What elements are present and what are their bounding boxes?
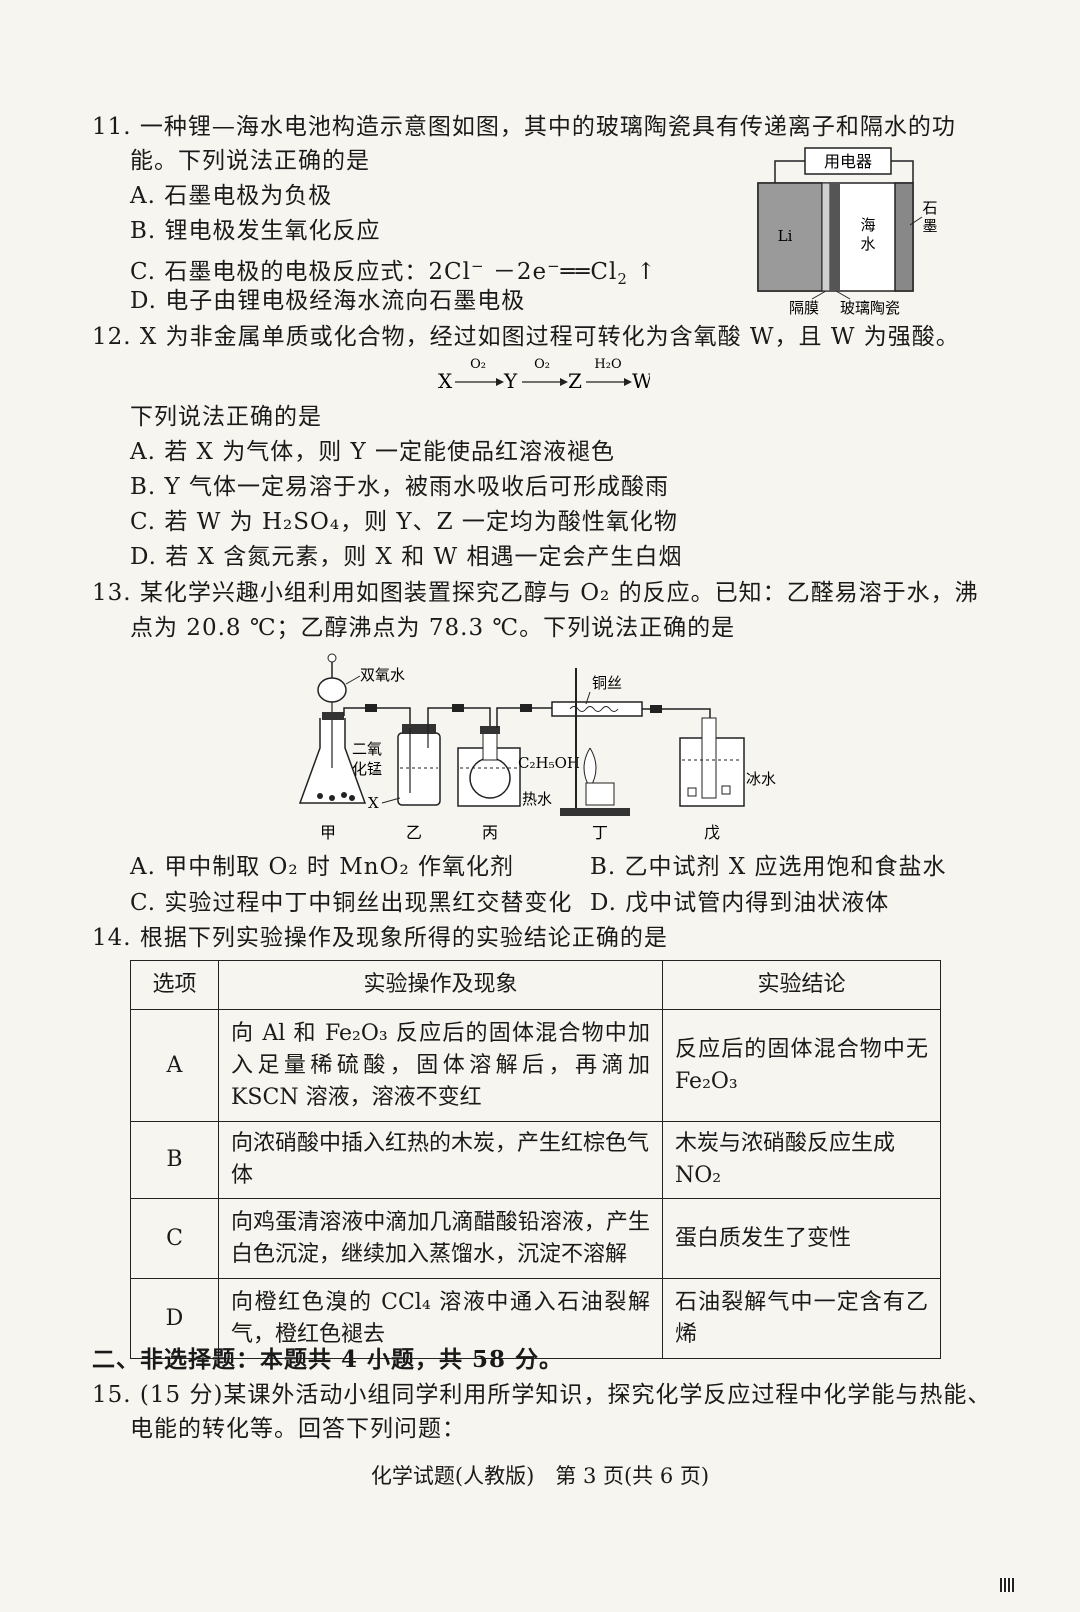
q12-option-a: A. 若 X 为气体，则 Y 一定能使品红溶液褪色 xyxy=(130,439,616,465)
label-ding: 丁 xyxy=(592,823,608,842)
mno2-label-1: 二氧 xyxy=(352,740,382,758)
row-conclusion: 木炭与浓硝酸反应生成 NO₂ xyxy=(662,1121,941,1199)
q11-option-d: D. 电子由锂电极经海水流向石墨电极 xyxy=(130,288,526,314)
reaction-tube-ding xyxy=(551,701,643,717)
q13-option-b: B. 乙中试剂 X 应选用饱和食盐水 xyxy=(590,854,947,880)
q11-option-c: C. 石墨电极的电极反应式：2Cl− －2e−══Cl2 ↑ xyxy=(130,257,657,288)
q14-table: 选项 实验操作及现象 实验结论 A 向 Al 和 Fe₂O₃ 反应后的固体混合物… xyxy=(130,960,941,1359)
row-operation: 向橙红色溴的 CCl₄ 溶液中通入石油裂解气，橙红色褪去 xyxy=(218,1278,663,1359)
copper-wire xyxy=(569,706,619,712)
header-conclusion: 实验结论 xyxy=(662,960,941,1010)
alcohol-lamp xyxy=(585,782,615,806)
li-label: Li xyxy=(778,227,793,245)
label-bing: 丙 xyxy=(482,823,498,842)
scheme-y: Y xyxy=(503,369,518,393)
conversion-scheme: X O₂ Y O₂ Z H₂O W xyxy=(438,357,650,393)
table-row: D 向橙红色溴的 CCl₄ 溶液中通入石油裂解气，橙红色褪去 石油裂解气中一定含… xyxy=(130,1278,941,1359)
copper-label: 铜丝 xyxy=(592,674,622,692)
q11-option-a: A. 石墨电极为负极 xyxy=(130,183,333,209)
scheme-r1: O₂ xyxy=(470,357,486,372)
table-row: A 向 Al 和 Fe₂O₃ 反应后的固体混合物中加入足量稀硫酸，固体溶解后，再… xyxy=(130,1009,941,1122)
q11-stem-line2: 能。下列说法正确的是 xyxy=(130,148,370,174)
h2o2-label: 双氧水 xyxy=(360,666,405,684)
scheme-r2: O₂ xyxy=(534,357,550,372)
table-row: C 向鸡蛋清溶液中滴加几滴醋酸铅溶液，产生白色沉淀，继续加入蒸馏水，沉淀不溶解 … xyxy=(130,1198,941,1279)
section-heading: 二、非选择题：本题共 4 小题，共 58 分。 xyxy=(92,1346,564,1373)
membrane-label: 隔膜 xyxy=(789,299,819,317)
glass-ceramic xyxy=(830,183,840,291)
row-conclusion: 反应后的固体混合物中无 Fe₂O₃ xyxy=(662,1009,941,1122)
q11-option-b: B. 锂电极发生氧化反应 xyxy=(130,218,381,244)
row-option: C xyxy=(130,1198,219,1279)
table-header-row: 选项 实验操作及现象 实验结论 xyxy=(130,960,941,1010)
battery-diagram: 用电器 Li 海 水 石 墨 隔膜 玻璃陶瓷 xyxy=(757,147,938,317)
row-operation: 向浓硝酸中插入红热的木炭，产生红棕色气体 xyxy=(218,1121,663,1199)
q15-stem-line2: 电能的转化等。回答下列问题： xyxy=(130,1416,466,1442)
apparatus-diagram: 双氧水 二氧 化锰 X C₂H₅OH 热水 铜丝 冰水 甲 乙 丙 丁 戊 xyxy=(298,653,776,842)
graphite-electrode xyxy=(894,182,914,292)
q12-option-b: B. Y 气体一定易溶于水，被雨水吸收后可形成酸雨 xyxy=(130,474,670,500)
q12-option-d: D. 若 X 含氮元素，则 X 和 W 相遇一定会产生白烟 xyxy=(130,544,683,570)
row-operation: 向 Al 和 Fe₂O₃ 反应后的固体混合物中加入足量稀硫酸，固体溶解后，再滴加… xyxy=(218,1009,663,1122)
scheme-z: Z xyxy=(568,369,582,393)
ceramic-label: 玻璃陶瓷 xyxy=(840,299,900,317)
row-option: B xyxy=(130,1121,219,1199)
label-wu: 戊 xyxy=(704,823,720,842)
ice-water-label: 冰水 xyxy=(746,770,776,788)
dropping-funnel xyxy=(317,677,347,703)
appliance-label: 用电器 xyxy=(824,152,872,171)
graphite-label-1: 石 xyxy=(922,199,937,217)
sea-label-2: 水 xyxy=(860,235,875,253)
table-row: B 向浓硝酸中插入红热的木炭，产生红棕色气体 木炭与浓硝酸反应生成 NO₂ xyxy=(130,1121,941,1199)
q13-option-c: C. 实验过程中丁中铜丝出现黑红交替变化 xyxy=(130,890,573,916)
qr-code-icon xyxy=(1000,1578,1014,1592)
q14-stem: 14. 根据下列实验操作及现象所得的实验结论正确的是 xyxy=(92,925,668,951)
row-option: A xyxy=(130,1009,219,1122)
header-operation: 实验操作及现象 xyxy=(218,960,663,1010)
flask-bing xyxy=(469,757,511,799)
q12-option-c: C. 若 W 为 H₂SO₄，则 Y、Z 一定均为酸性氧化物 xyxy=(130,509,678,535)
reagent-x-label: X xyxy=(368,794,379,812)
q13-stem-line2: 点为 20.8 ℃；乙醇沸点为 78.3 ℃。下列说法正确的是 xyxy=(130,615,736,641)
membrane xyxy=(821,182,831,292)
q13-option-d: D. 戊中试管内得到油状液体 xyxy=(590,890,890,916)
q11-stem-line1: 11. 一种锂—海水电池构造示意图如图，其中的玻璃陶瓷具有传递离子和隔水的功 xyxy=(92,114,956,140)
row-conclusion: 蛋白质发生了变性 xyxy=(662,1198,941,1279)
q15-stem-line1: 15. (15 分)某课外活动小组同学利用所学知识，探究化学反应过程中化学能与热… xyxy=(92,1382,992,1408)
hot-water-label: 热水 xyxy=(522,790,552,808)
bottle-yi xyxy=(397,732,441,806)
ethanol-label: C₂H₅OH xyxy=(518,754,580,772)
q12-prompt: 下列说法正确的是 xyxy=(130,404,322,430)
q13-stem-line1: 13. 某化学兴趣小组利用如图装置探究乙醇与 O₂ 的反应。已知：乙醛易溶于水，… xyxy=(92,580,979,606)
scheme-r3: H₂O xyxy=(594,357,621,372)
page-footer: 化学试题(人教版) 第 3 页(共 6 页) xyxy=(370,1464,710,1488)
sea-label-1: 海 xyxy=(860,216,875,234)
label-yi: 乙 xyxy=(406,823,422,842)
header-option: 选项 xyxy=(130,960,219,1010)
scheme-x: X xyxy=(438,369,453,393)
q13-option-a: A. 甲中制取 O₂ 时 MnO₂ 作氧化剂 xyxy=(130,854,514,880)
q12-stem: 12. X 为非金属单质或化合物，经过如图过程可转化为含氧酸 W，且 W 为强酸… xyxy=(92,324,960,350)
flame xyxy=(583,747,597,789)
row-operation: 向鸡蛋清溶液中滴加几滴醋酸铅溶液，产生白色沉淀，继续加入蒸馏水，沉淀不溶解 xyxy=(218,1198,663,1279)
row-option: D xyxy=(130,1278,219,1359)
li-electrode xyxy=(757,182,823,292)
label-jia: 甲 xyxy=(320,823,336,842)
row-conclusion: 石油裂解气中一定含有乙烯 xyxy=(662,1278,941,1359)
graphite-label-2: 墨 xyxy=(922,217,937,235)
mno2-label-2: 化锰 xyxy=(352,760,382,778)
scheme-w: W xyxy=(632,369,650,393)
